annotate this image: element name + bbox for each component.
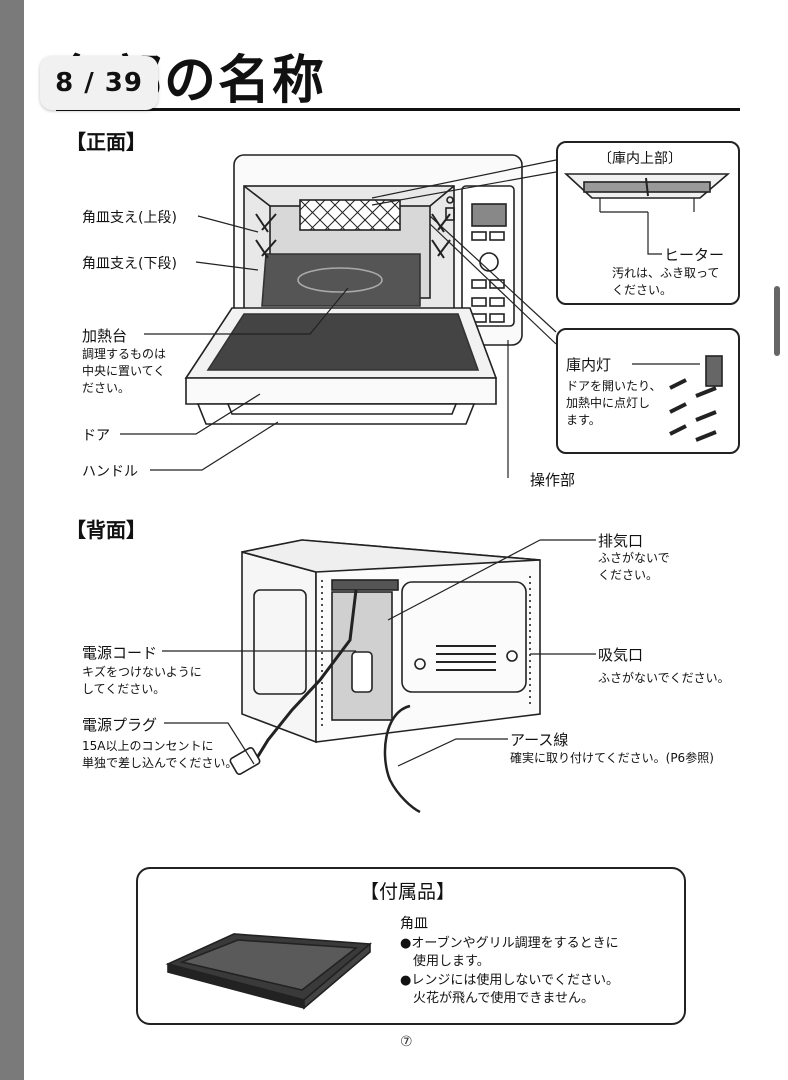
note-power-plug: 15A以上のコンセントに 単独で差し込んでください。	[82, 739, 238, 770]
note-heater: 汚れは、ふき取って ください。	[612, 266, 720, 297]
note-interior-light: ドアを開いたり、 加熱中に点灯し ます。	[566, 379, 662, 427]
label-handle: ハンドル	[82, 464, 138, 480]
back-heading: 【背面】	[66, 518, 146, 542]
note-earth-wire: 確実に取り付けてください。(P6参照)	[510, 751, 714, 765]
accessory-item-name: 角皿	[400, 916, 428, 932]
front-heading: 【正面】	[66, 130, 146, 154]
accessory-bullet-1: ●オーブンやグリル調理をするときに 使用します。	[400, 936, 619, 969]
note-intake: ふさがないでください。	[598, 671, 730, 685]
callout-top-title: 〔庫内上部〕	[598, 151, 682, 167]
page-indicator-badge: 8 / 39	[40, 56, 158, 110]
viewer-left-edge	[0, 0, 24, 1080]
label-power-cord: 電源コード	[82, 644, 158, 662]
label-rack-lower: 角皿支え(下段)	[82, 256, 177, 272]
label-earth-wire: アース線	[510, 731, 569, 749]
scrollbar-thumb[interactable]	[774, 286, 780, 356]
label-heater: ヒーター	[664, 246, 725, 264]
accessory-bullet-2: ●レンジには使用しないでください。 火花が飛んで使用できません。	[400, 973, 619, 1006]
note-heating-table: 調理するものは 中央に置いてく ださい。	[82, 347, 167, 395]
label-power-plug: 電源プラグ	[82, 716, 158, 734]
label-exhaust: 排気口	[598, 532, 644, 550]
label-rack-upper: 角皿支え(上段)	[82, 210, 177, 226]
note-exhaust: ふさがないで ください。	[598, 551, 670, 582]
label-door: ドア	[82, 428, 110, 444]
label-interior-light: 庫内灯	[566, 356, 612, 374]
label-intake: 吸気口	[598, 646, 644, 664]
note-power-cord: キズをつけないように してください。	[82, 665, 202, 696]
accessory-heading: 【付属品】	[360, 881, 456, 903]
label-heating-table: 加熱台	[82, 327, 128, 345]
interior-top-callout	[556, 141, 740, 305]
front-oven-illustration	[184, 154, 523, 425]
label-control-panel: 操作部	[530, 471, 576, 489]
title-underline	[56, 108, 740, 111]
page-number: ⑦	[400, 1034, 413, 1050]
rear-oven-illustration	[229, 539, 541, 814]
